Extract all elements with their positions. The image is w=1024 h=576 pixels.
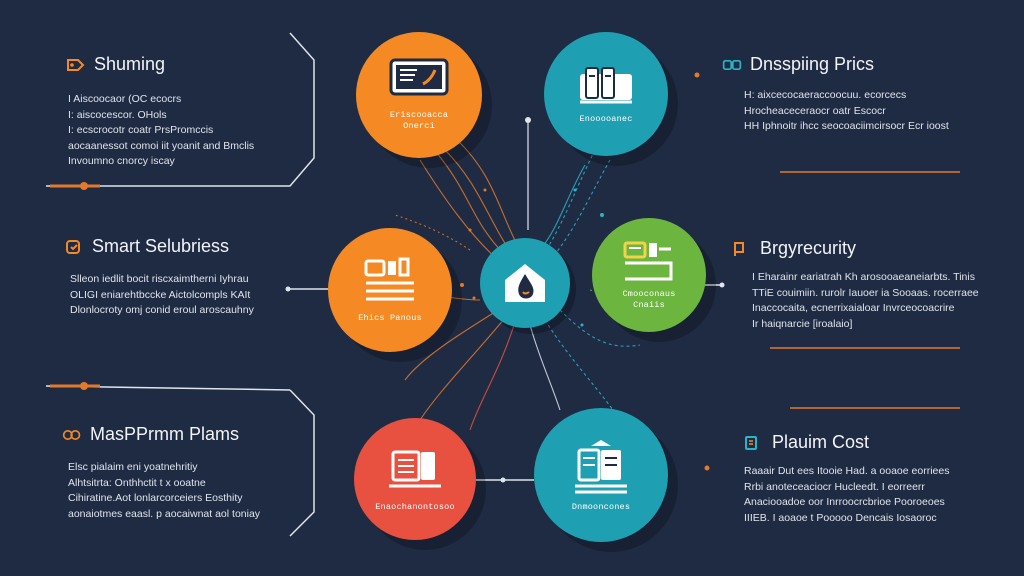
right-paragraph-2: I Eharainr eariatrah Kh arosooaeaneiarbt… (752, 270, 979, 332)
text-line: IIIEB. I aoaoe t Pooooo Dencais Iosaoroc (744, 511, 937, 524)
node-green-mid: Cmooconaus Cnaiis (592, 218, 706, 332)
text-line: Slleon iedlit bocit riscxaimtherni Iyhra… (70, 273, 249, 285)
left-title-3: MasPPrmm Plams (90, 424, 240, 444)
text-line: Cihiratine.Aot lonlarcorceiers Eosthity (68, 492, 243, 504)
left-title-2: Smart Selubriess (92, 236, 230, 256)
right-paragraph-3: Raaair Dut ees Itooie Had. a ooaoe eorri… (744, 464, 949, 526)
text-line: Anaciooadoe oor Inrroocrcbrioe Pooroeoes (744, 496, 945, 508)
text-line: Hrocheaceceraocr oatr Escocr (744, 104, 886, 117)
text-line: HH Iphnoitr ihcc seocoaciimcirsocr Ecr i… (744, 120, 949, 132)
node-center (480, 238, 570, 328)
orange-tag-icon (67, 58, 85, 71)
text-line: I Aiscoocaor (OC ecocrs (68, 93, 182, 105)
left-paragraph-3: Elsc pialaim eni yoatnehritiy Alhtsitrta… (68, 460, 260, 522)
left-title-1: Shuming (94, 54, 166, 74)
tablet-icon (623, 241, 673, 281)
node-caption: Enaochanontosoo (375, 501, 455, 512)
node-caption: Ehics Panous (358, 312, 422, 323)
text-line: I: ecscrocotr coatr PrsPromccis (68, 124, 214, 136)
node-red-bottom: Enaochanontosoo (354, 418, 476, 540)
node-orange-mid: Ehics Panous (328, 228, 452, 352)
text-line: Rrbi anoteceaciocr Hucleedt. I eorreerr (744, 480, 925, 493)
left-paragraph-2: Slleon iedlit bocit riscxaimtherni Iyhra… (70, 272, 254, 319)
orange-shield-icon (734, 241, 744, 256)
text-line: H: aixcecocaeraccoocuu. ecorcecs (744, 89, 907, 101)
text-line: I Eharainr eariatrah Kh arosooaeaneiarbt… (752, 271, 975, 283)
house-drop-icon (505, 264, 545, 302)
teal-document-icon (745, 435, 757, 450)
teal-cart-icon (722, 59, 742, 70)
left-paragraph-1: I Aiscoocaor (OC ecocrs I: aiscocescor. … (68, 92, 254, 170)
text-line: Dlonlocroty omj conid eroul aroscauhny (70, 304, 254, 316)
right-heading-3: Plauim Cost (744, 432, 869, 453)
text-line: TTiE couimiin. rurolr Iauoer ia Sooaas. … (752, 286, 979, 299)
text-line: aocaanessot comoi iit yoanit and Bmclis (68, 139, 255, 152)
node-caption: Eriscooacca Onerci (389, 110, 449, 131)
cabinet-icon (575, 439, 627, 493)
right-title-1: Dnsspiing Prics (750, 54, 875, 74)
device-icon (364, 257, 414, 300)
text-line: Invoumno cnorcy iscay (68, 155, 175, 167)
node-orange-top: Eriscooacca Onerci (356, 32, 482, 158)
text-line: OLIGI eniarehtbccke Aictolcompls KAIt (70, 288, 251, 301)
left-heading-2: Smart Selubriess (64, 236, 229, 257)
node-caption: Dnmooncones (571, 501, 631, 512)
right-title-2: Brgyrecurity (760, 238, 857, 258)
monitor-icon (389, 58, 449, 96)
text-line: Ir haiqnarcie [iroalaio] (752, 317, 853, 330)
node-caption: Enooooanec (579, 113, 633, 124)
orange-badge-icon (66, 239, 80, 254)
cart-icon (580, 66, 632, 103)
node-teal-top: Enooooanec (544, 32, 668, 156)
text-line: Alhtsitrta: Onthhctit t x ooatne (68, 476, 206, 489)
right-paragraph-1: H: aixcecocaeraccoocuu. ecorcecs Hrochea… (744, 88, 949, 135)
right-heading-2: Brgyrecurity (732, 238, 856, 259)
document-icon (389, 450, 441, 487)
text-line: Inaccocaita, ecnerrixaialoar Invrceocoac… (752, 302, 955, 314)
text-line: Elsc pialaim eni yoatnehritiy (68, 461, 198, 473)
text-line: aonaiotmes eaasl. p aocaiwnat aol toniay (68, 507, 261, 520)
text-line: Raaair Dut ees Itooie Had. a ooaoe eorri… (744, 465, 950, 477)
node-caption: Cmooconaus Cnaiis (622, 289, 676, 310)
right-title-3: Plauim Cost (772, 432, 870, 452)
right-heading-1: Dnsspiing Prics (722, 54, 874, 75)
text-line: I: aiscocescor. OHols (68, 108, 167, 121)
left-heading-1: Shuming (66, 54, 165, 75)
orange-coin-icon (62, 429, 81, 440)
node-teal-bottom: Dnmooncones (534, 408, 668, 542)
left-heading-3: MasPPrmm Plams (62, 424, 239, 445)
